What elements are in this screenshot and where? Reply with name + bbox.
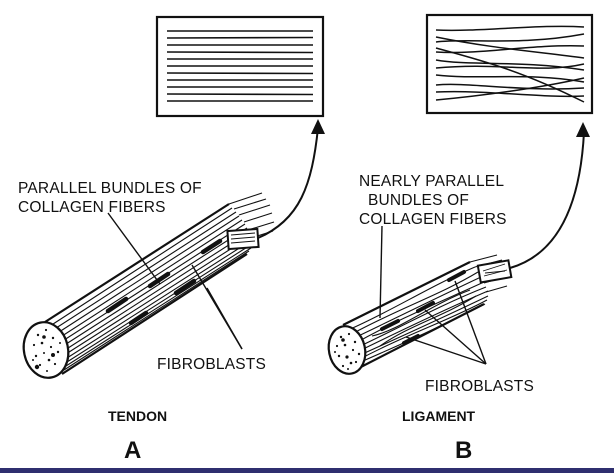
ligament-magnify-arrow <box>509 131 585 269</box>
tendon-cross-section-stipple <box>32 328 61 372</box>
tendon-fibroblast-leaders <box>191 264 243 350</box>
ligament-fiber-label: NEARLY PARALLEL BUNDLES OF COLLAGEN FIBE… <box>359 173 508 228</box>
ligament-title: LIGAMENT <box>402 408 476 424</box>
ligament-fibroblast-cells <box>380 270 466 345</box>
ligament-fibroblast-leaders <box>405 280 487 365</box>
tendon-fiber-leader <box>107 212 161 285</box>
ligament-fiber-leader <box>379 225 383 319</box>
ligament-cross-section-stipple <box>334 332 361 370</box>
tendon-fiber-label-line-2: COLLAGEN FIBERS <box>18 199 166 216</box>
tendon-detail-box <box>226 227 260 251</box>
tendon-arrowhead <box>311 119 325 134</box>
tendon-cylinder <box>22 192 275 379</box>
ligament-arrowhead <box>576 122 590 137</box>
tendon-inset-parallel-fibers <box>166 30 314 102</box>
panel-letter-b: B <box>455 437 472 464</box>
ligament-magnified-inset <box>425 13 594 115</box>
ligament-cylinder <box>327 254 513 375</box>
ligament-detail-box <box>476 259 513 284</box>
ligament-fiber-lines <box>347 266 489 365</box>
tendon-fiber-label-line-1: PARALLEL BUNDLES OF <box>18 180 202 197</box>
ligament-inset-crossing-fibers <box>435 25 585 103</box>
panel-a: PARALLEL BUNDLES OF COLLAGEN FIBERS FIBR… <box>18 15 325 464</box>
tendon-fibroblasts-label: FIBROBLASTS <box>157 356 266 373</box>
ligament-fiber-label-line-3: COLLAGEN FIBERS <box>359 211 507 228</box>
tendon-magnify-arrow <box>257 127 319 239</box>
panel-b: NEARLY PARALLEL BUNDLES OF COLLAGEN FIBE… <box>327 13 594 464</box>
bottom-border <box>0 468 614 473</box>
tendon-fiber-label: PARALLEL BUNDLES OF COLLAGEN FIBERS <box>18 180 206 216</box>
tendon-title: TENDON <box>108 408 167 424</box>
panel-letter-a: A <box>124 437 141 464</box>
tendon-magnified-inset <box>155 15 325 118</box>
ligament-fiber-label-line-2: BUNDLES OF <box>368 192 469 209</box>
tendon-fibroblast-cells <box>105 238 223 326</box>
tendon-cross-section <box>22 321 70 379</box>
ligament-fiber-label-line-1: NEARLY PARALLEL <box>359 173 504 190</box>
ligament-fibroblasts-label: FIBROBLASTS <box>425 378 534 395</box>
